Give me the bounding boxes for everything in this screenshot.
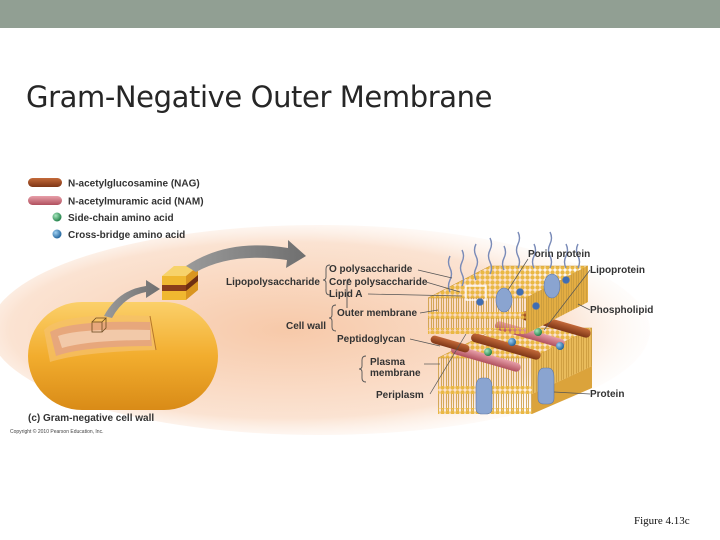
- membrane-block: [427, 231, 593, 415]
- lps-strands: [447, 231, 581, 293]
- lps-highlight-box: [465, 285, 487, 301]
- green-sphere-icon: [52, 212, 62, 222]
- nam-bar-icon: [28, 196, 62, 205]
- legend-label-cross-bridge: Cross-bridge amino acid: [68, 230, 185, 241]
- legend: N-acetylglucosamine (NAG) N-acetylmurami…: [28, 178, 204, 241]
- label-o-polysaccharide: O polysaccharide: [329, 264, 413, 275]
- zoom-arrow-2: [186, 240, 306, 272]
- leader-lines: [367, 258, 591, 395]
- label-peptidoglycan: Peptidoglycan: [337, 334, 405, 345]
- peptidoglycan-layer: [430, 311, 591, 372]
- top-bar: [0, 0, 720, 28]
- nag-bar-icon: [28, 178, 62, 187]
- slide-title: Gram-Negative Outer Membrane: [26, 80, 493, 114]
- label-lipid-a: Lipid A: [329, 289, 363, 300]
- label-lipopolysaccharide: Lipopolysaccharide: [226, 277, 320, 288]
- cube-marker-icon: [91, 317, 107, 333]
- copyright-text: Copyright © 2010 Pearson Education, Inc.: [10, 428, 103, 435]
- label-protein: Protein: [590, 389, 624, 400]
- legend-label-nag: N-acetylglucosamine (NAG): [68, 179, 200, 190]
- label-periplasm: Periplasm: [376, 390, 424, 401]
- label-phospholipid: Phospholipid: [590, 305, 653, 316]
- zoom-arrow-1: [104, 280, 160, 318]
- label-membrane: membrane: [370, 368, 421, 379]
- label-brackets: [322, 264, 367, 383]
- wall-section-cube: [162, 266, 198, 300]
- label-cell-wall: Cell wall: [286, 321, 326, 332]
- figure-caption: Figure 4.13c: [634, 515, 690, 527]
- blue-sphere-icon: [52, 229, 62, 239]
- legend-label-side-chain: Side-chain amino acid: [68, 213, 174, 224]
- label-core-polysaccharide: Core polysaccharide: [329, 277, 428, 288]
- label-plasma: Plasma: [370, 357, 405, 368]
- diagram-labels: Lipopolysaccharide O polysaccharide Core…: [226, 249, 653, 401]
- panel-caption: (c) Gram-negative cell wall: [28, 413, 154, 424]
- bacterium-cutaway: [28, 302, 218, 410]
- legend-label-nam: N-acetylmuramic acid (NAM): [68, 197, 204, 208]
- label-lipoprotein: Lipoprotein: [590, 265, 645, 276]
- membrane-proteins: [475, 273, 570, 415]
- label-porin-protein: Porin protein: [528, 249, 590, 260]
- label-outer-membrane: Outer membrane: [337, 308, 417, 319]
